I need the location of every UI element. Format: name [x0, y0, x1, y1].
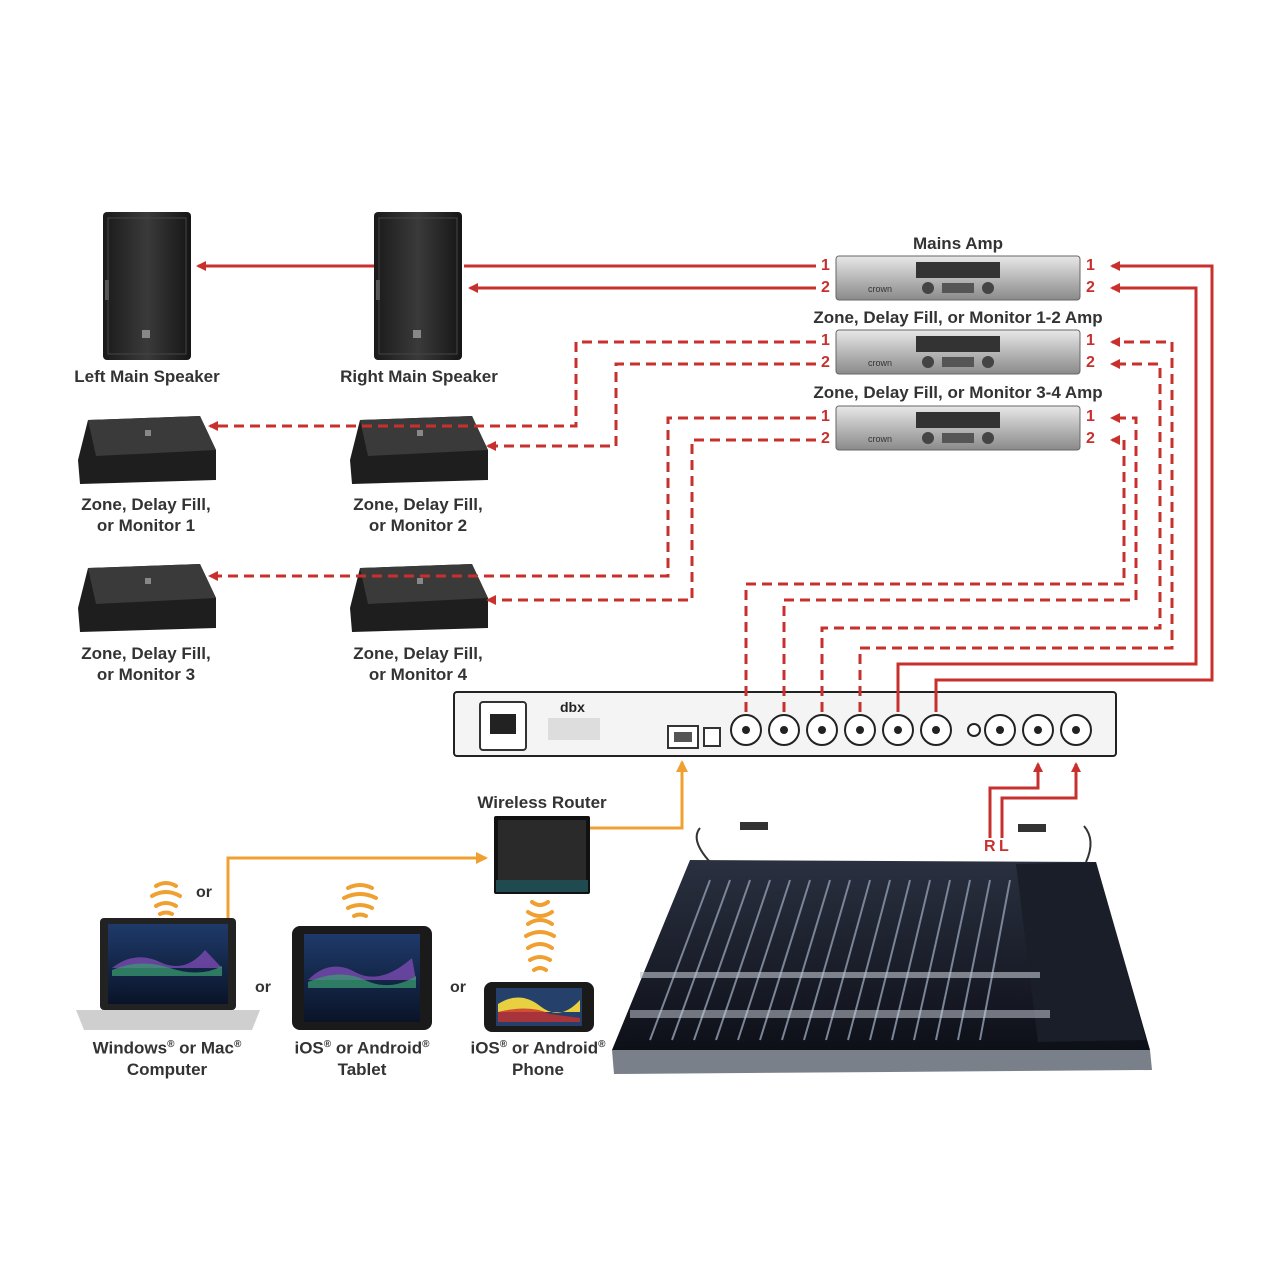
reg-mark: ®	[598, 1039, 606, 1050]
xlr-outputs	[730, 714, 952, 746]
phone-label-line2: Phone	[512, 1059, 564, 1079]
amp-3-4-ch1-in: 1	[1086, 408, 1095, 425]
tablet-label-android: or Android	[331, 1038, 423, 1058]
computer-label-mac: or Mac	[174, 1038, 234, 1058]
solid-signal-lines	[196, 261, 1214, 712]
computer-label-windows: Windows	[92, 1038, 168, 1058]
or-label-right: or	[450, 979, 466, 996]
amp-brand-text: crown	[868, 284, 892, 294]
left-main-speaker-label: Left Main Speaker	[74, 367, 220, 386]
monitor-1-label-line1: Zone, Delay Fill,	[81, 495, 211, 514]
monitor-2-label-line1: Zone, Delay Fill,	[353, 495, 483, 514]
monitor-2-label-line2: or Monitor 2	[368, 516, 468, 535]
monitor-3-label: Zone, Delay Fill, or Monitor 3	[60, 643, 232, 685]
phone-label-android: or Android	[507, 1038, 599, 1058]
monitor-3-label-line1: Zone, Delay Fill,	[81, 644, 211, 663]
amp-brand-text: crown	[868, 434, 892, 444]
computer-label: Windows® or Mac® Computer	[72, 1034, 262, 1080]
monitor-1-label-line2: or Monitor 1	[96, 516, 196, 535]
phone-label: iOS® or Android® Phone	[452, 1034, 624, 1080]
wireless-router-label: Wireless Router	[477, 793, 607, 812]
wireless-router	[494, 816, 590, 894]
amp-3-4-ch2-out: 2	[821, 430, 830, 447]
tablet	[292, 926, 432, 1030]
amp-1-2-label: Zone, Delay Fill, or Monitor 1-2 Amp	[813, 308, 1103, 327]
monitor-3-speaker	[78, 564, 216, 632]
phone	[484, 982, 594, 1032]
amp-3-4-ch1-out: 1	[821, 408, 830, 425]
or-label-top: or	[196, 884, 212, 901]
reg-mark: ®	[499, 1039, 508, 1050]
monitor-4-speaker	[350, 564, 488, 632]
amp-3-4-label: Zone, Delay Fill, or Monitor 3-4 Amp	[813, 383, 1103, 402]
mains-amp-ch2-in: 2	[1086, 279, 1095, 296]
mixer-to-processor-lines	[988, 762, 1081, 838]
laptop-computer	[76, 918, 260, 1030]
reg-mark: ®	[422, 1039, 430, 1050]
tablet-label-ios: iOS	[294, 1038, 324, 1058]
amp-1-2-ch2-out: 2	[821, 354, 830, 371]
wifi-waves	[150, 881, 556, 972]
mains-amplifier: crown	[835, 255, 1081, 301]
monitor-4-label: Zone, Delay Fill, or Monitor 4	[332, 643, 504, 685]
dbx-logo-text: dbx	[560, 699, 585, 715]
amp-1-2-ch1-out: 1	[821, 332, 830, 349]
network-lines	[226, 760, 688, 918]
or-label-left: or	[255, 979, 271, 996]
monitor-4-label-line2: or Monitor 4	[368, 665, 468, 684]
amp-3-4: crown	[835, 405, 1081, 451]
right-main-speaker	[374, 212, 462, 360]
left-channel-letter: L	[999, 838, 1009, 855]
monitor-2-label: Zone, Delay Fill, or Monitor 2	[332, 494, 504, 536]
monitor-4-label-line1: Zone, Delay Fill,	[353, 644, 483, 663]
amp-brand-text: crown	[868, 358, 892, 368]
left-main-speaker	[103, 212, 191, 360]
monitor-1-speaker	[78, 416, 216, 484]
xlr-inputs	[967, 714, 1092, 746]
monitor-3-label-line2: or Monitor 3	[96, 665, 196, 684]
right-channel-letter: R	[984, 838, 996, 855]
monitor-2-speaker	[350, 416, 488, 484]
amp-1-2-ch2-in: 2	[1086, 354, 1095, 371]
reg-mark: ®	[323, 1039, 332, 1050]
phone-label-ios: iOS	[470, 1038, 500, 1058]
mains-amp-label: Mains Amp	[912, 234, 1004, 253]
tablet-label: iOS® or Android® Tablet	[276, 1034, 448, 1080]
mains-amp-ch2-out: 2	[821, 279, 830, 296]
mixing-console	[612, 822, 1152, 1074]
tablet-label-line2: Tablet	[337, 1059, 387, 1079]
mains-amp-ch1-out: 1	[821, 257, 830, 274]
amp-3-4-ch2-in: 2	[1086, 430, 1095, 447]
right-main-speaker-label: Right Main Speaker	[340, 367, 498, 386]
mains-amp-ch1-in: 1	[1086, 257, 1095, 274]
dashed-signal-lines	[208, 337, 1174, 712]
amp-1-2-ch1-in: 1	[1086, 332, 1095, 349]
dbx-processor-rear-panel: dbx	[453, 691, 1117, 757]
reg-mark: ®	[167, 1039, 175, 1050]
amp-1-2: crown	[835, 329, 1081, 375]
computer-label-line2: Computer	[126, 1059, 208, 1079]
monitor-1-label: Zone, Delay Fill, or Monitor 1	[60, 494, 232, 536]
reg-mark: ®	[233, 1039, 242, 1050]
